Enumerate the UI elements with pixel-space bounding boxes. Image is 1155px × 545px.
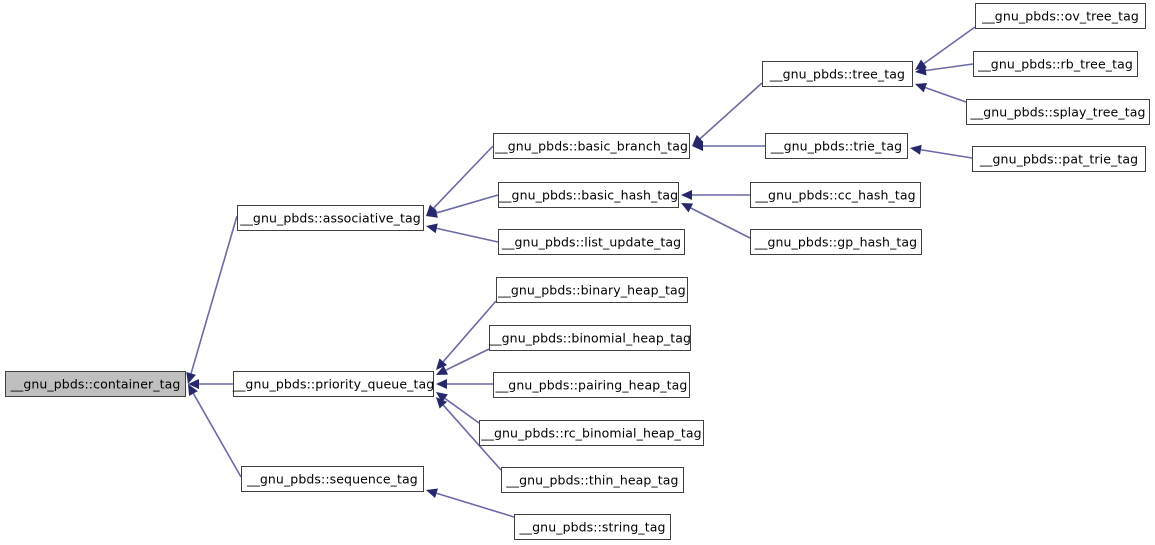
inheritance-edge (681, 190, 750, 200)
class-node-label: __gnu_pbds::associative_tag (240, 210, 421, 226)
arrowhead-icon (436, 358, 447, 370)
arrowhead-icon (692, 134, 704, 146)
class-node-rb_tree_tag[interactable]: __gnu_pbds::rb_tree_tag (973, 51, 1138, 77)
class-node-label: __gnu_pbds::basic_hash_tag (498, 187, 679, 203)
arrowhead-icon (186, 372, 196, 384)
arrowhead-icon (436, 379, 447, 389)
class-node-associative_tag[interactable]: __gnu_pbds::associative_tag (237, 205, 424, 231)
class-node-cc_hash_tag[interactable]: __gnu_pbds::cc_hash_tag (750, 182, 921, 208)
arrowhead-icon (436, 392, 448, 403)
class-node-label: __gnu_pbds::binomial_heap_tag (488, 330, 692, 346)
class-node-trie_tag[interactable]: __gnu_pbds::trie_tag (765, 133, 908, 159)
arrowhead-icon (692, 141, 703, 151)
class-node-basic_branch_tag[interactable]: __gnu_pbds::basic_branch_tag (493, 133, 690, 159)
inheritance-edge (681, 203, 751, 239)
class-node-string_tag[interactable]: __gnu_pbds::string_tag (514, 514, 671, 540)
class-node-label: __gnu_pbds::list_update_tag (501, 234, 682, 250)
inheritance-edge (188, 384, 242, 478)
arrowhead-icon (915, 59, 927, 70)
arrowhead-icon (915, 65, 927, 76)
arrowhead-icon (681, 190, 692, 200)
inheritance-edge (436, 300, 497, 370)
class-node-label: __gnu_pbds::basic_branch_tag (495, 138, 688, 154)
class-node-label: __gnu_pbds::cc_hash_tag (755, 187, 916, 203)
inheritance-edge (436, 392, 480, 424)
class-node-pairing_heap_tag[interactable]: __gnu_pbds::pairing_heap_tag (493, 372, 690, 398)
class-node-sequence_tag[interactable]: __gnu_pbds::sequence_tag (241, 466, 424, 492)
class-node-thin_heap_tag[interactable]: __gnu_pbds::thin_heap_tag (501, 467, 684, 493)
class-node-binary_heap_tag[interactable]: __gnu_pbds::binary_heap_tag (496, 277, 688, 303)
arrowhead-icon (188, 384, 198, 397)
inheritance-edge (188, 379, 233, 389)
class-node-label: __gnu_pbds::string_tag (519, 519, 666, 535)
class-node-label: __gnu_pbds::gp_hash_tag (754, 234, 918, 250)
arrowhead-icon (426, 204, 438, 216)
class-node-splay_tree_tag[interactable]: __gnu_pbds::splay_tree_tag (966, 99, 1150, 125)
arrowhead-icon (426, 223, 438, 234)
arrowhead-icon (915, 82, 928, 93)
inheritance-edge (186, 215, 238, 384)
class-node-tree_tag[interactable]: __gnu_pbds::tree_tag (762, 61, 913, 87)
class-node-label: __gnu_pbds::rb_tree_tag (978, 56, 1133, 72)
inheritance-edge (426, 223, 499, 243)
inheritance-edge (426, 145, 494, 216)
arrowhead-icon (426, 488, 438, 499)
class-node-label: __gnu_pbds::pairing_heap_tag (495, 377, 688, 393)
inheritance-edge (436, 348, 490, 375)
class-node-label: __gnu_pbds::ov_tree_tag (982, 8, 1139, 24)
inheritance-edge (692, 82, 763, 146)
inheritance-edge (915, 82, 967, 103)
class-node-label: __gnu_pbds::thin_heap_tag (506, 472, 679, 488)
class-node-label: __gnu_pbds::rc_binomial_heap_tag (481, 425, 702, 441)
inheritance-edge (915, 63, 974, 76)
inheritance-edge (910, 144, 973, 159)
class-node-label: __gnu_pbds::container_tag (10, 376, 181, 392)
arrowhead-icon (681, 203, 694, 213)
arrowhead-icon (188, 379, 199, 389)
inheritance-edge (436, 379, 493, 389)
class-node-label: __gnu_pbds::binary_heap_tag (498, 282, 686, 298)
class-node-label: __gnu_pbds::tree_tag (769, 66, 906, 82)
class-node-label: __gnu_pbds::trie_tag (770, 138, 903, 154)
class-node-ov_tree_tag[interactable]: __gnu_pbds::ov_tree_tag (975, 3, 1146, 29)
inheritance-edge (426, 194, 499, 218)
arrowhead-icon (910, 144, 922, 155)
inheritance-edge (692, 141, 765, 151)
class-node-gp_hash_tag[interactable]: __gnu_pbds::gp_hash_tag (750, 229, 922, 255)
class-node-label: __gnu_pbds::pat_trie_tag (979, 151, 1139, 167)
inheritance-edge (915, 26, 976, 70)
class-node-priority_queue_tag[interactable]: __gnu_pbds::priority_queue_tag (233, 371, 434, 397)
class-node-container_tag[interactable]: __gnu_pbds::container_tag (5, 371, 186, 397)
arrowhead-icon (436, 397, 448, 409)
class-node-label: __gnu_pbds::sequence_tag (247, 471, 418, 487)
class-node-label: __gnu_pbds::splay_tree_tag (970, 104, 1146, 120)
class-node-pat_trie_tag[interactable]: __gnu_pbds::pat_trie_tag (972, 146, 1146, 172)
class-node-basic_hash_tag[interactable]: __gnu_pbds::basic_hash_tag (498, 182, 679, 208)
class-node-rc_binomial_heap_tag[interactable]: __gnu_pbds::rc_binomial_heap_tag (479, 420, 704, 446)
class-node-binomial_heap_tag[interactable]: __gnu_pbds::binomial_heap_tag (489, 325, 691, 351)
arrowhead-icon (436, 365, 449, 375)
class-node-list_update_tag[interactable]: __gnu_pbds::list_update_tag (498, 229, 685, 255)
class-node-label: __gnu_pbds::priority_queue_tag (232, 376, 435, 392)
arrowhead-icon (426, 208, 438, 218)
